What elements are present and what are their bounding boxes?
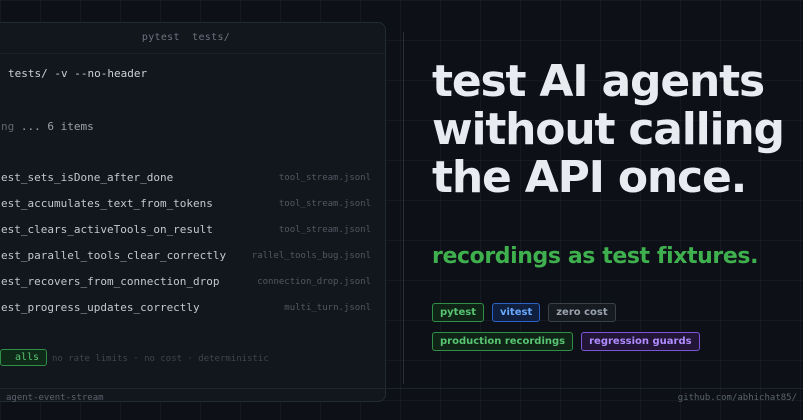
terminal-titlebar: pytest tests/ [0,23,385,54]
test-name: est_progress_updates_correctly [1,301,200,314]
collected-count: ... 6 items [20,120,94,133]
test-name: est_recovers_from_connection_drop [1,275,220,288]
tag-zero-cost: zero cost [548,303,616,322]
repo-link[interactable]: github.com/abhichat85/ [677,393,797,403]
hero-line: without calling [432,104,785,155]
repo-name: agent-event-stream [6,393,104,403]
tag-row: pytest vitest zero cost [432,303,792,322]
tag-list: pytest vitest zero cost production recor… [432,303,792,361]
test-fixture-file: connection_drop.jsonl [257,277,371,287]
test-name: est_sets_isDone_after_done [1,171,174,184]
tag-vitest: vitest [491,303,541,322]
collecting-label: ng [1,120,15,133]
test-fixture-file: tool_stream.jsonl [278,199,371,209]
test-fixture-file: tool_stream.jsonl [278,225,371,235]
hero-line: the API once. [432,152,747,203]
terminal-title-path: tests/ [192,32,231,43]
terminal-window: pytest tests/ tests/ -v --no-header ng .… [0,22,386,402]
tag-row: production recordings regression guards [432,332,792,351]
command-line: tests/ -v --no-header [8,67,148,80]
hero-line: test AI agents [432,56,765,107]
bottom-divider [0,388,803,389]
hero-subtitle: recordings as test fixtures. [432,244,759,269]
test-name: est_parallel_tools_clear_correctly [1,249,227,262]
terminal-title-command: pytest [141,32,180,43]
calls-badge: alls [0,349,48,366]
test-name: est_clears_activeTools_on_result [1,223,213,236]
hero-headline: test AI agents without calling the API o… [432,58,802,202]
tag-pytest: pytest [432,303,484,322]
tag-regression-guards: regression guards [581,332,700,351]
vertical-divider [403,32,404,384]
collecting-line: ng ... 6 items [1,120,94,133]
test-fixture-file: multi_turn.jsonl [284,303,371,313]
test-fixture-file: rallel_tools_bug.jsonl [251,251,371,261]
footer-note: no rate limits · no cost · deterministic [52,354,269,364]
tag-production-recordings: production recordings [432,332,574,351]
test-name: est_accumulates_text_from_tokens [1,197,213,210]
test-fixture-file: tool_stream.jsonl [278,173,371,183]
